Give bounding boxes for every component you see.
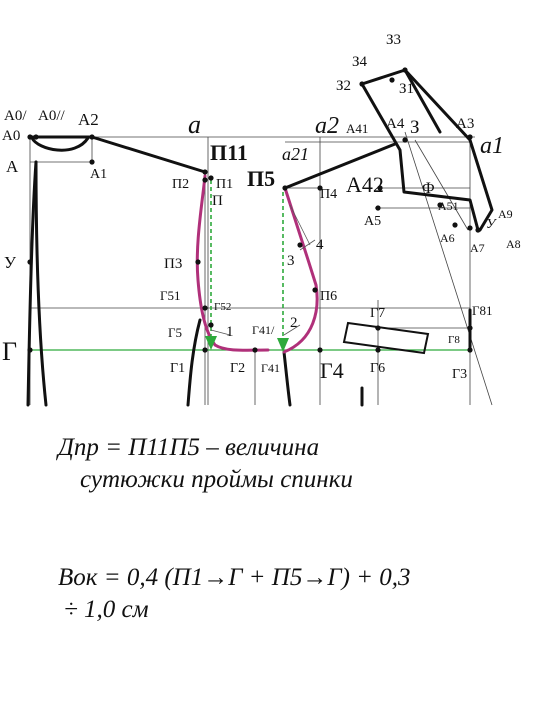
formula-line: Вок = 0,4 (П1→Г + П5→Г) + 0,3	[58, 564, 411, 591]
svg-text:Г7: Г7	[370, 306, 385, 321]
construction-points	[27, 67, 481, 353]
svg-text:a2: a2	[315, 113, 339, 139]
svg-text:Г41: Г41	[261, 361, 280, 375]
pattern-diagram: A0/ A0// A0 A2 A A1 a a2 A41 A4 З A3 a1 …	[2, 32, 521, 407]
svg-text:З2: З2	[336, 78, 351, 94]
helper-lines	[210, 204, 316, 336]
svg-text:Ф: Ф	[422, 180, 435, 197]
svg-text:У: У	[486, 217, 497, 232]
svg-text:a: a	[188, 110, 201, 139]
svg-text:У: У	[4, 253, 17, 272]
svg-text:A0: A0	[2, 128, 20, 144]
svg-text:Г3: Г3	[452, 367, 467, 382]
svg-text:П4: П4	[320, 187, 337, 202]
svg-text:Г52: Г52	[214, 301, 231, 313]
svg-text:Г2: Г2	[230, 361, 245, 376]
formula-line: сутюжки проймы спинки	[80, 466, 353, 493]
formula-ease: Вок = 0,4 (П1→Г + П5→Г) + 0,3 ÷ 1,0 см	[58, 562, 411, 626]
svg-text:A2: A2	[78, 110, 99, 129]
formula-armhole-shrink: Дпр = П11П5 – величина сутюжки проймы сп…	[58, 432, 353, 496]
svg-text:П6: П6	[320, 289, 337, 304]
svg-text:A: A	[6, 157, 19, 176]
armhole-curves	[195, 174, 319, 354]
svg-text:A0//: A0//	[38, 108, 66, 124]
guide-arrows	[205, 336, 289, 352]
svg-text:A7: A7	[470, 241, 485, 255]
svg-text:Г8: Г8	[448, 334, 460, 346]
svg-text:З: З	[410, 117, 420, 138]
svg-text:П: П	[212, 193, 223, 209]
construction-lines	[29, 131, 493, 406]
formula-line: Дпр = П11П5 – величина	[58, 434, 320, 461]
svg-text:З1: З1	[399, 81, 414, 97]
svg-text:П3: П3	[164, 256, 182, 272]
svg-text:4: 4	[316, 237, 324, 253]
svg-text:a21: a21	[282, 144, 309, 164]
svg-text:a1: a1	[480, 133, 504, 159]
svg-text:Г41/: Г41/	[252, 323, 275, 337]
pocket-welt	[342, 321, 430, 355]
svg-text:Г4: Г4	[320, 358, 344, 383]
svg-text:A41: A41	[346, 121, 368, 136]
svg-text:A9: A9	[498, 207, 513, 221]
guide-lines	[210, 180, 284, 340]
svg-text:A4: A4	[386, 116, 405, 132]
svg-text:1: 1	[226, 324, 234, 340]
svg-text:Г6: Г6	[370, 361, 385, 376]
svg-text:Г5: Г5	[168, 325, 182, 340]
svg-text:A0/: A0/	[4, 108, 27, 124]
svg-text:П1: П1	[216, 177, 233, 192]
svg-text:3: 3	[287, 253, 295, 269]
svg-text:Г51: Г51	[160, 288, 181, 303]
svg-text:З3: З3	[386, 32, 401, 48]
svg-text:A5: A5	[364, 214, 381, 229]
formula-line: ÷ 1,0 см	[64, 596, 149, 623]
svg-text:З4: З4	[352, 54, 368, 70]
svg-text:Г: Г	[2, 337, 17, 366]
svg-text:A1: A1	[90, 167, 107, 182]
svg-text:П5: П5	[247, 166, 275, 191]
svg-text:A51: A51	[438, 199, 459, 213]
svg-text:П11: П11	[210, 140, 248, 165]
point-labels: A0/ A0// A0 A2 A A1 a a2 A41 A4 З A3 a1 …	[2, 32, 521, 383]
svg-text:A3: A3	[456, 116, 474, 132]
svg-text:П2: П2	[172, 177, 189, 192]
svg-text:A6: A6	[440, 231, 455, 245]
svg-text:A42: A42	[346, 172, 384, 197]
svg-text:A8: A8	[506, 237, 521, 251]
svg-text:Г81: Г81	[472, 303, 493, 318]
svg-text:2: 2	[290, 315, 298, 331]
svg-text:Г1: Г1	[170, 361, 185, 376]
